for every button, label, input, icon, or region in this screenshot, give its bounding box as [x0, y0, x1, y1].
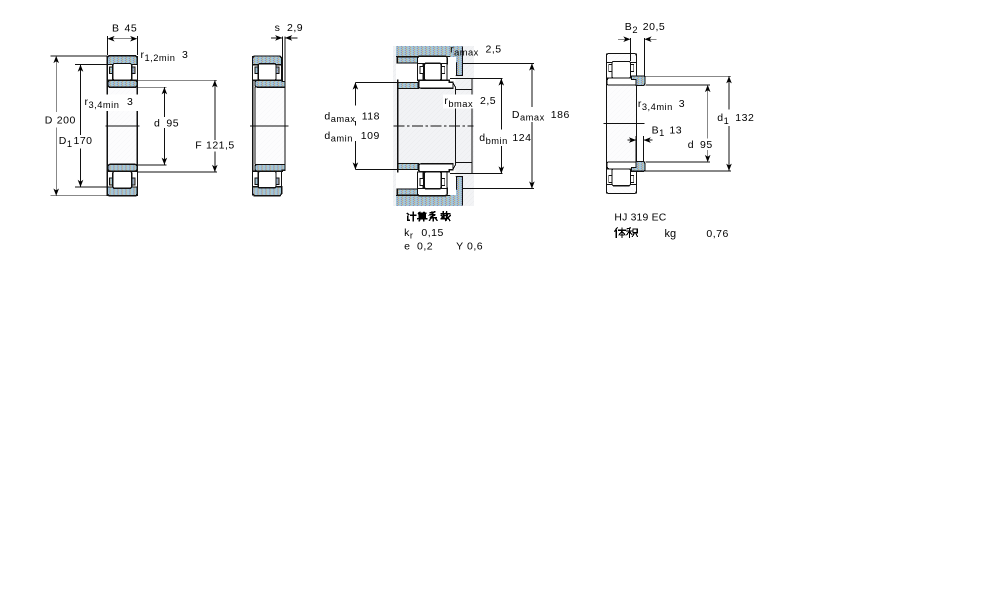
- svg-text:HJ 319 EC: HJ 319 EC: [614, 213, 666, 224]
- svg-text:d95: d95: [688, 139, 713, 151]
- svg-text:0,76: 0,76: [706, 228, 728, 240]
- svg-text:s2,9: s2,9: [275, 22, 304, 34]
- svg-text:D1170: D1170: [59, 135, 93, 149]
- svg-text:kg: kg: [665, 228, 677, 240]
- svg-text:B45: B45: [112, 22, 137, 34]
- svg-text:d95: d95: [154, 117, 179, 129]
